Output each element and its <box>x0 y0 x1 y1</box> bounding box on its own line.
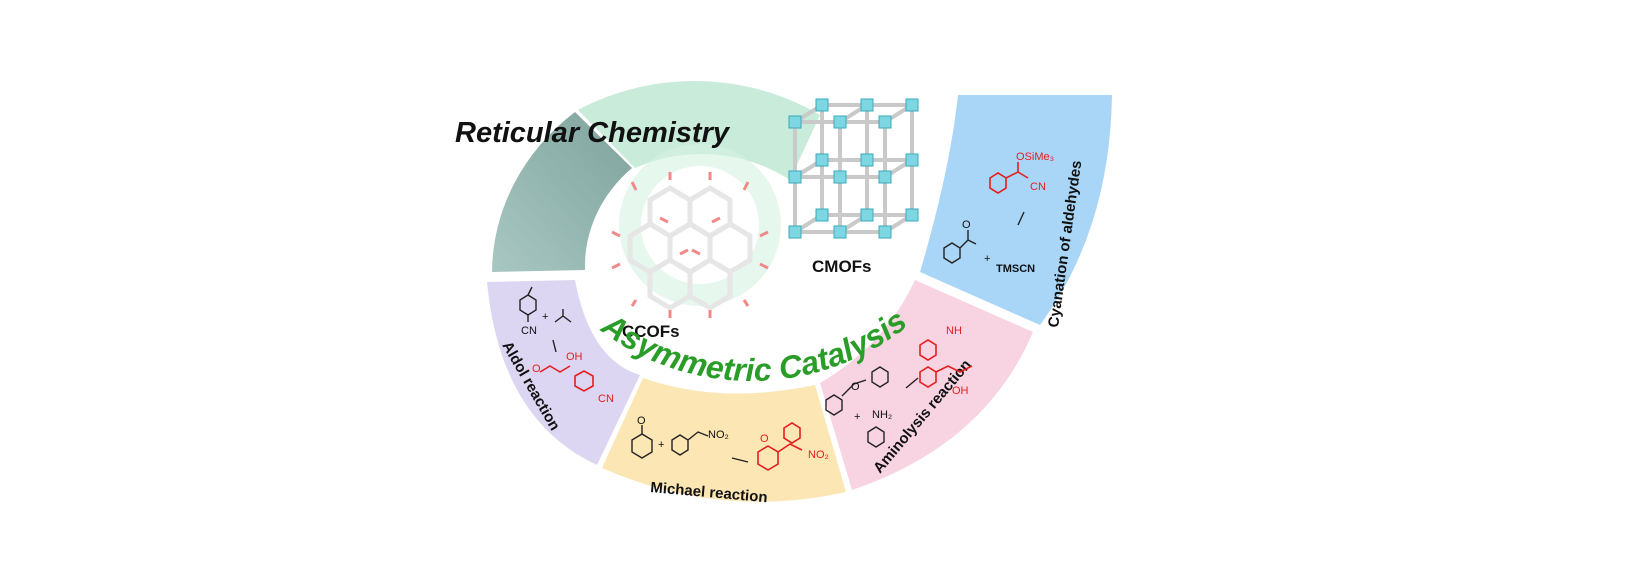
cyanation-o: O <box>962 219 971 231</box>
aminolysis-scheme: O + NH₂ NH OH <box>825 325 973 448</box>
aminolysis-plus: + <box>854 411 860 423</box>
label-ccofs: CCOFs <box>622 322 680 341</box>
aldol-panel <box>487 280 640 465</box>
michael-product-o: O <box>760 433 769 445</box>
teal-arc-segment <box>492 112 632 272</box>
reticular-ring <box>492 81 820 306</box>
michael-plus: + <box>658 439 664 451</box>
cyanation-panel <box>920 95 1112 325</box>
aminolysis-panel <box>820 280 1033 490</box>
aldol-cn-label: CN <box>521 325 537 337</box>
cmof-framework-icon <box>788 98 919 239</box>
title-reticular-chemistry: Reticular Chemistry <box>455 117 731 149</box>
green-arc-segment <box>578 81 820 180</box>
aldol-product-oh: OH <box>566 351 583 363</box>
aldol-product-cn: CN <box>598 393 614 405</box>
epoxide-o: O <box>851 381 860 393</box>
cyanation-plus: + <box>984 253 990 265</box>
inner-glow <box>619 144 781 306</box>
aldol-plus: + <box>542 311 548 323</box>
cyanation-product-osime3: OSiMe₃ <box>1016 151 1054 163</box>
ccof-framework-icon <box>627 185 753 311</box>
aminolysis-product-nh: NH <box>946 325 962 337</box>
aminolysis-nh2: NH₂ <box>872 409 892 421</box>
aminolysis-product-oh: OH <box>952 385 969 397</box>
michael-scheme: O + NO₂ O NO₂ <box>631 415 829 471</box>
aldol-product-o: O <box>532 363 541 375</box>
michael-panel <box>602 378 846 502</box>
michael-product-no2: NO₂ <box>808 449 829 461</box>
cyanation-product-cn: CN <box>1030 181 1046 193</box>
aldol-scheme: CN + O OH CN <box>519 286 614 405</box>
label-cmofs: CMOFs <box>812 257 872 276</box>
cyanation-scheme: O + TMSCN OSiMe₃ CN <box>943 151 1054 275</box>
michael-no2: NO₂ <box>708 429 729 441</box>
michael-o: O <box>637 415 646 427</box>
cyanation-tmscn: TMSCN <box>996 263 1035 275</box>
ccof-red-dashes <box>611 172 769 318</box>
